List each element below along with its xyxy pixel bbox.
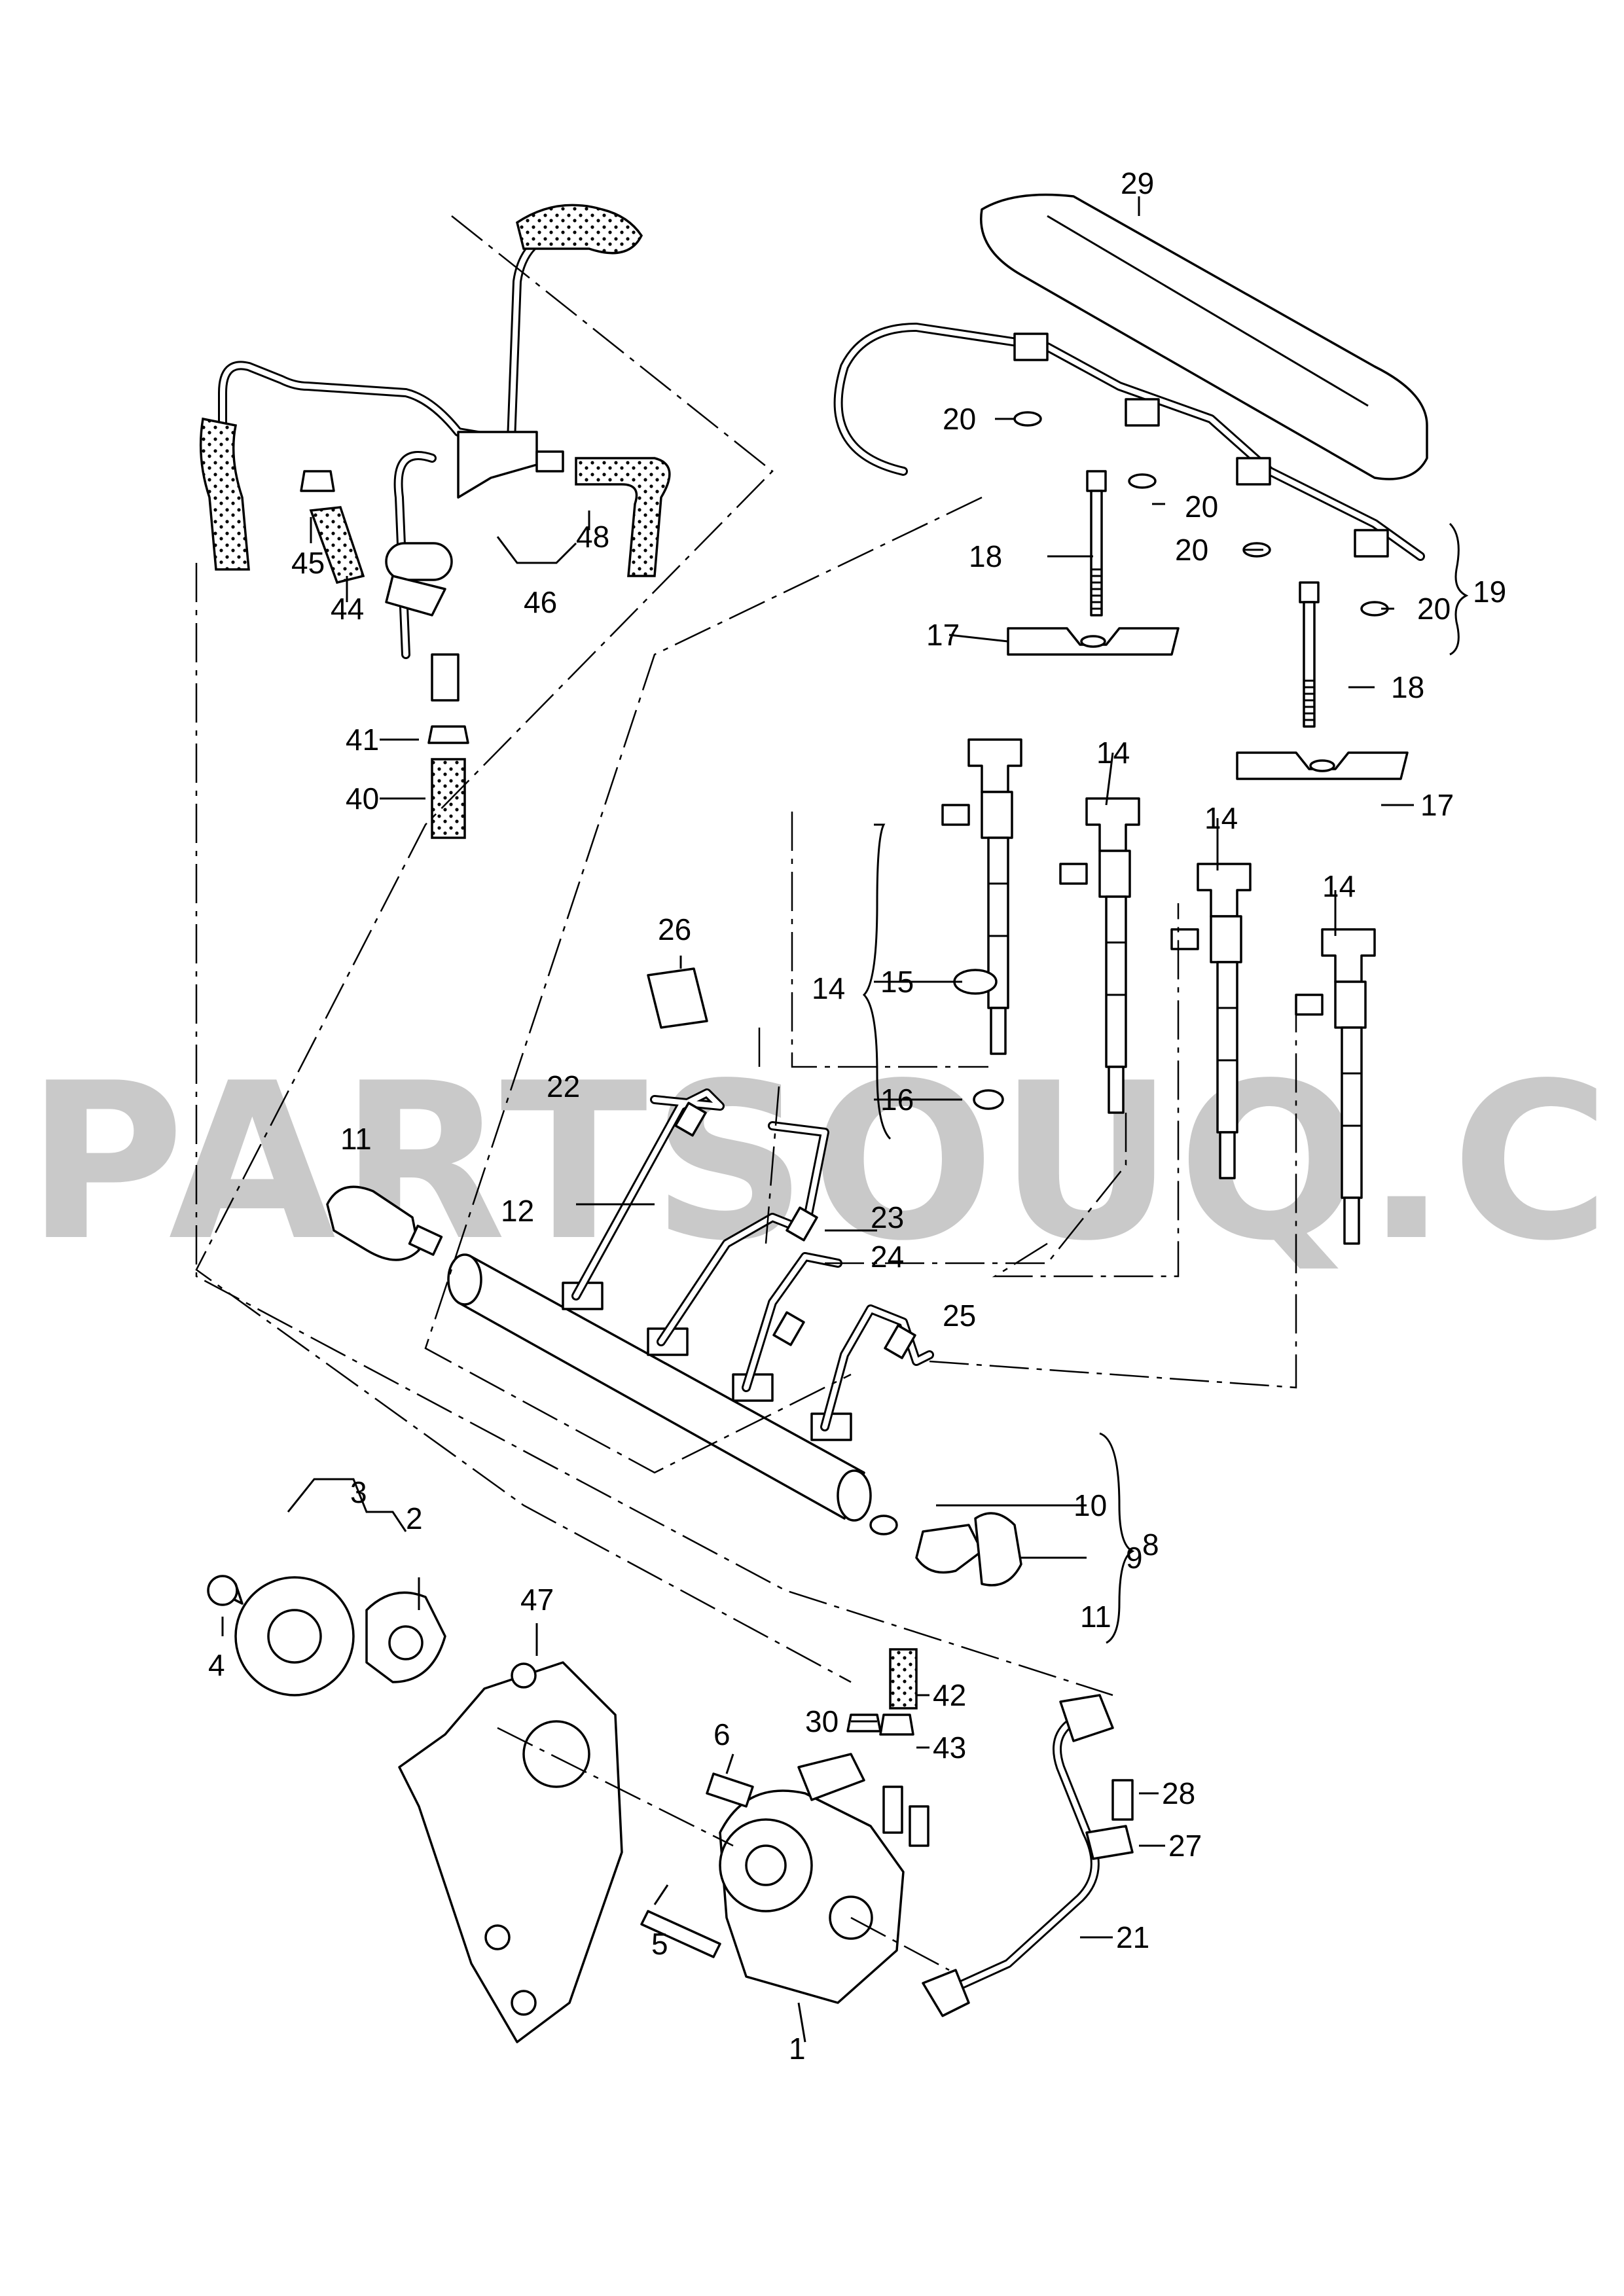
callout-25: 25 [943, 1299, 976, 1333]
leader-lines [221, 196, 1469, 2043]
small-fasteners [640, 1648, 1134, 1958]
callout-16: 16 [880, 1083, 914, 1117]
callout-8: 8 [1142, 1528, 1159, 1562]
callout-6: 6 [713, 1717, 731, 1751]
callout-20: 20 [1417, 592, 1451, 626]
callout-29: 29 [1121, 166, 1154, 200]
clamp-plates [1007, 627, 1409, 780]
callout-44: 44 [331, 592, 364, 626]
callout-14: 14 [1204, 801, 1238, 835]
callout-labels: 29 20 20 20 20 19 18 18 17 17 14 14 14 1… [208, 166, 1506, 2066]
reference-lines [195, 215, 1297, 1971]
callout-12: 12 [501, 1194, 534, 1228]
timing-housing [398, 1661, 623, 2043]
callout-26: 26 [658, 912, 691, 946]
callout-40: 40 [346, 781, 379, 816]
callout-3: 3 [350, 1475, 367, 1509]
callout-2: 2 [406, 1501, 423, 1535]
callout-5: 5 [651, 1927, 668, 1961]
callout-10: 10 [1074, 1488, 1107, 1522]
callout-1: 1 [789, 2032, 806, 2066]
callout-14: 14 [812, 971, 845, 1005]
callout-30: 30 [805, 1704, 839, 1738]
seals [953, 411, 1389, 1110]
pressure-regulator [869, 1512, 1022, 1587]
callout-9: 9 [1126, 1541, 1143, 1575]
fuel-rail [447, 1253, 872, 1522]
pressure-sensor [326, 1185, 443, 1261]
callout-41: 41 [346, 723, 379, 757]
adapter-26 [647, 967, 708, 1029]
callout-20: 20 [1185, 490, 1218, 524]
callout-20: 20 [943, 402, 976, 436]
callout-21: 21 [1116, 1920, 1149, 1954]
high-pressure-lines [571, 1088, 934, 1431]
callout-14: 14 [1096, 736, 1130, 770]
callout-17: 17 [1420, 788, 1454, 822]
callout-18: 18 [969, 539, 1002, 573]
leak-off-line [833, 323, 1425, 561]
callout-48: 48 [576, 520, 609, 554]
engine-cover [980, 193, 1428, 480]
high-pressure-pump [719, 1753, 929, 2004]
callout-23: 23 [871, 1200, 904, 1234]
callout-42: 42 [933, 1678, 966, 1712]
callout-11: 11 [340, 1122, 372, 1156]
watermark-text: PARTSOUQ.COM [26, 1037, 1624, 1288]
callout-45: 45 [291, 546, 325, 580]
callout-19: 19 [1473, 575, 1506, 609]
callout-22: 22 [547, 1069, 580, 1103]
callout-18: 18 [1391, 670, 1424, 704]
callout-11: 11 [1080, 1600, 1111, 1634]
drive-gear [207, 1575, 446, 1696]
callout-47: 47 [520, 1583, 554, 1617]
callout-14: 14 [1322, 869, 1356, 903]
callout-20: 20 [1175, 533, 1208, 567]
callout-27: 27 [1168, 1829, 1202, 1863]
callout-28: 28 [1162, 1776, 1195, 1810]
callout-24: 24 [871, 1240, 904, 1274]
fuel-return-hose-assembly [199, 204, 671, 839]
callout-4: 4 [208, 1648, 225, 1682]
callout-17: 17 [926, 618, 960, 652]
callout-43: 43 [933, 1731, 966, 1765]
callout-15: 15 [880, 965, 914, 999]
callout-46: 46 [524, 585, 557, 619]
